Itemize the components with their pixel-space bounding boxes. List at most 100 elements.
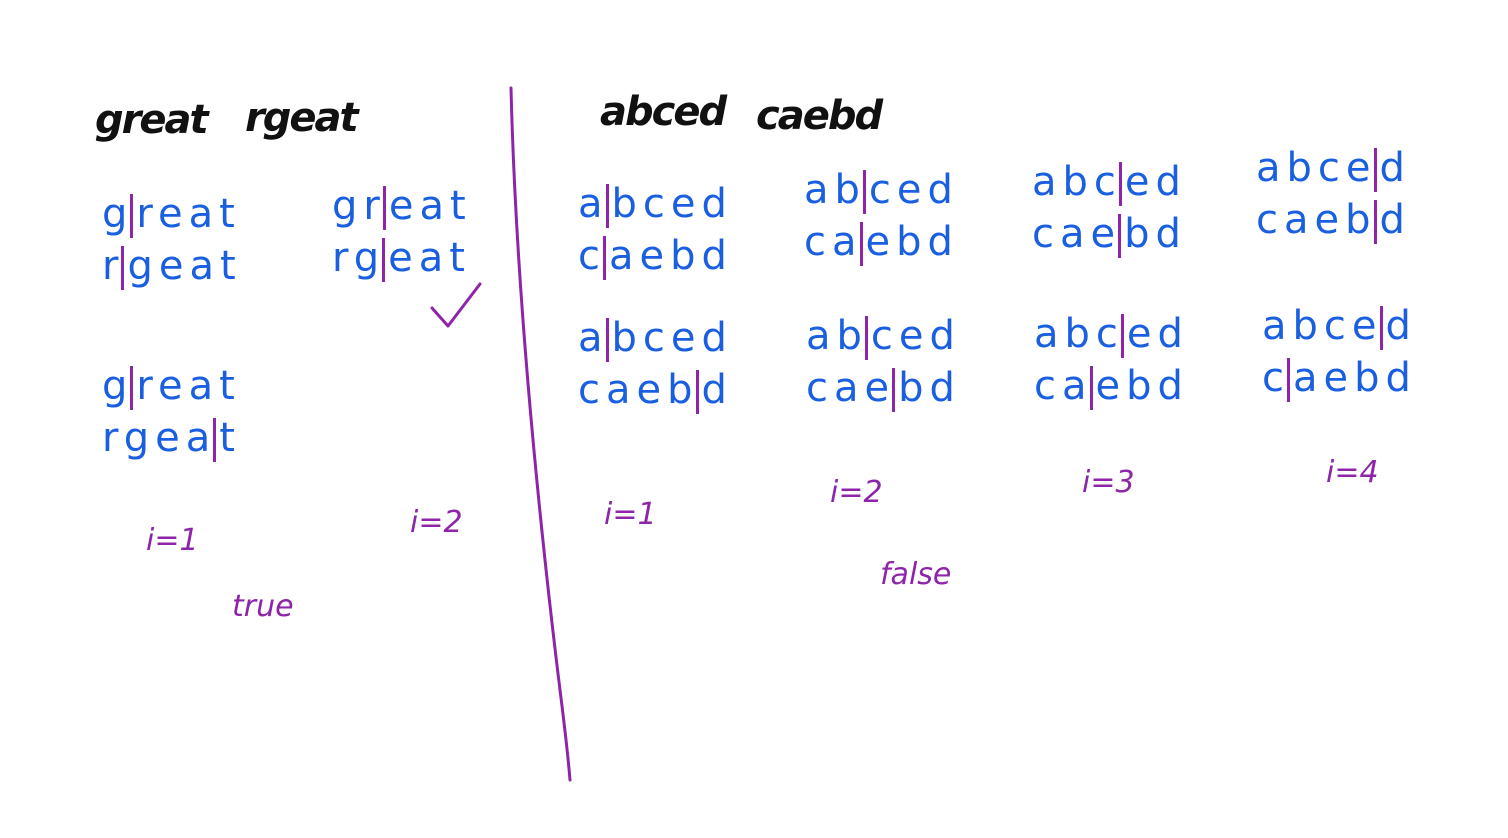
split-top-left: gr xyxy=(332,183,386,229)
split-top-right: ed xyxy=(1126,311,1189,357)
split-mark xyxy=(382,186,386,230)
split-mark xyxy=(862,170,866,214)
split-top: great xyxy=(102,188,242,240)
split-mark xyxy=(382,238,386,282)
right-string-1: abced xyxy=(600,89,727,135)
split-top: great xyxy=(332,180,472,232)
split-bottom: rgeat xyxy=(332,232,472,284)
split-bottom-right: aebd xyxy=(1293,355,1417,401)
split-top-right: bced xyxy=(611,315,733,361)
left-string-1: great xyxy=(95,97,209,143)
split-top-left: ab xyxy=(804,167,866,213)
left-split-pair-3: great rgeat xyxy=(102,360,241,464)
split-bottom: caebd xyxy=(578,364,733,416)
split-bottom-right: ebd xyxy=(1095,363,1189,409)
split-bottom: caebd xyxy=(578,230,733,282)
left-split-pair-2: great rgeat xyxy=(332,180,472,284)
split-bottom-right: d xyxy=(1379,197,1411,243)
split-bottom: caebd xyxy=(1032,208,1187,260)
split-bottom-left: r xyxy=(102,243,125,289)
left-split-pair-1: great rgeat xyxy=(102,188,242,292)
split-bottom-left: cae xyxy=(806,365,896,411)
split-top: abced xyxy=(806,310,961,362)
split-top: abced xyxy=(1032,156,1187,208)
split-top: great xyxy=(102,360,241,412)
split-top: abced xyxy=(804,164,959,216)
split-bottom-left: rgea xyxy=(102,415,217,461)
right-result: false xyxy=(880,557,952,592)
split-top: abced xyxy=(1256,142,1411,194)
split-mark xyxy=(605,184,609,228)
split-top-left: abce xyxy=(1256,145,1377,191)
split-top-left: abc xyxy=(1032,159,1122,205)
split-top: abced xyxy=(578,178,733,230)
split-bottom-left: cae xyxy=(1032,211,1122,257)
split-bottom-left: c xyxy=(578,233,606,279)
split-mark xyxy=(1118,162,1122,206)
left-label-i2: i=2 xyxy=(410,505,463,540)
split-bottom: caebd xyxy=(804,216,959,268)
split-top-left: abc xyxy=(1034,311,1124,357)
right-split-pair-3: abced caebd xyxy=(1032,156,1187,260)
split-bottom: rgeat xyxy=(102,240,242,292)
split-top-right: ced xyxy=(868,167,959,213)
split-bottom: rgeat xyxy=(102,412,241,464)
split-top-right: bced xyxy=(611,181,733,227)
right-split-pair-1: abced caebd xyxy=(578,178,733,282)
check-icon xyxy=(430,282,482,328)
split-bottom-left: ca xyxy=(804,219,863,265)
split-top-left: ab xyxy=(806,313,868,359)
split-mark xyxy=(213,418,217,462)
left-result: true xyxy=(232,589,294,624)
split-bottom: caebd xyxy=(1262,352,1417,404)
split-top-right: eat xyxy=(388,183,472,229)
split-top-right: ed xyxy=(1124,159,1187,205)
right-split-pair-5: abced caebd xyxy=(578,312,733,416)
right-label-i4: i=4 xyxy=(1326,455,1379,490)
split-mark xyxy=(864,316,868,360)
split-mark xyxy=(130,194,134,238)
right-split-pair-4: abced caebd xyxy=(1256,142,1411,246)
split-bottom-left: caeb xyxy=(1256,197,1377,243)
split-bottom-right: ebd xyxy=(865,219,959,265)
split-mark xyxy=(1120,314,1124,358)
split-bottom-left: caeb xyxy=(578,367,699,413)
split-bottom-right: bd xyxy=(1124,211,1187,257)
right-split-pair-7: abced caebd xyxy=(1034,308,1189,412)
split-top-left: abce xyxy=(1262,303,1383,349)
split-bottom-right: t xyxy=(219,415,241,461)
split-mark xyxy=(892,368,896,412)
split-mark xyxy=(605,318,609,362)
split-mark xyxy=(1118,214,1122,258)
split-bottom-right: geat xyxy=(127,243,242,289)
split-mark xyxy=(1379,306,1383,350)
right-string-2: caebd xyxy=(756,93,883,139)
right-split-pair-2: abced caebd xyxy=(804,164,959,268)
split-bottom: caebd xyxy=(1256,194,1411,246)
split-bottom-right: d xyxy=(701,367,733,413)
right-split-pair-6: abced caebd xyxy=(806,310,961,414)
split-mark xyxy=(695,370,699,414)
split-top-right: reat xyxy=(136,363,241,409)
split-mark xyxy=(1373,148,1377,192)
split-top-right: ced xyxy=(870,313,961,359)
split-mark xyxy=(121,246,125,290)
split-mark xyxy=(603,236,606,280)
split-bottom-right: bd xyxy=(898,365,961,411)
right-label-i1: i=1 xyxy=(604,497,657,532)
right-split-pair-8: abced caebd xyxy=(1262,300,1417,404)
split-top-left: g xyxy=(102,363,134,409)
split-bottom-right: aebd xyxy=(609,233,733,279)
split-bottom: caebd xyxy=(1034,360,1189,412)
right-label-i3: i=3 xyxy=(1082,465,1135,500)
split-top-left: g xyxy=(102,191,134,237)
right-label-i2: i=2 xyxy=(830,475,883,510)
split-top: abced xyxy=(1262,300,1417,352)
split-bottom-left: c xyxy=(1262,355,1290,401)
split-top: abced xyxy=(578,312,733,364)
split-mark xyxy=(1373,200,1377,244)
split-bottom-left: rg xyxy=(332,235,386,281)
split-top-left: a xyxy=(578,315,609,361)
split-mark xyxy=(859,222,863,266)
